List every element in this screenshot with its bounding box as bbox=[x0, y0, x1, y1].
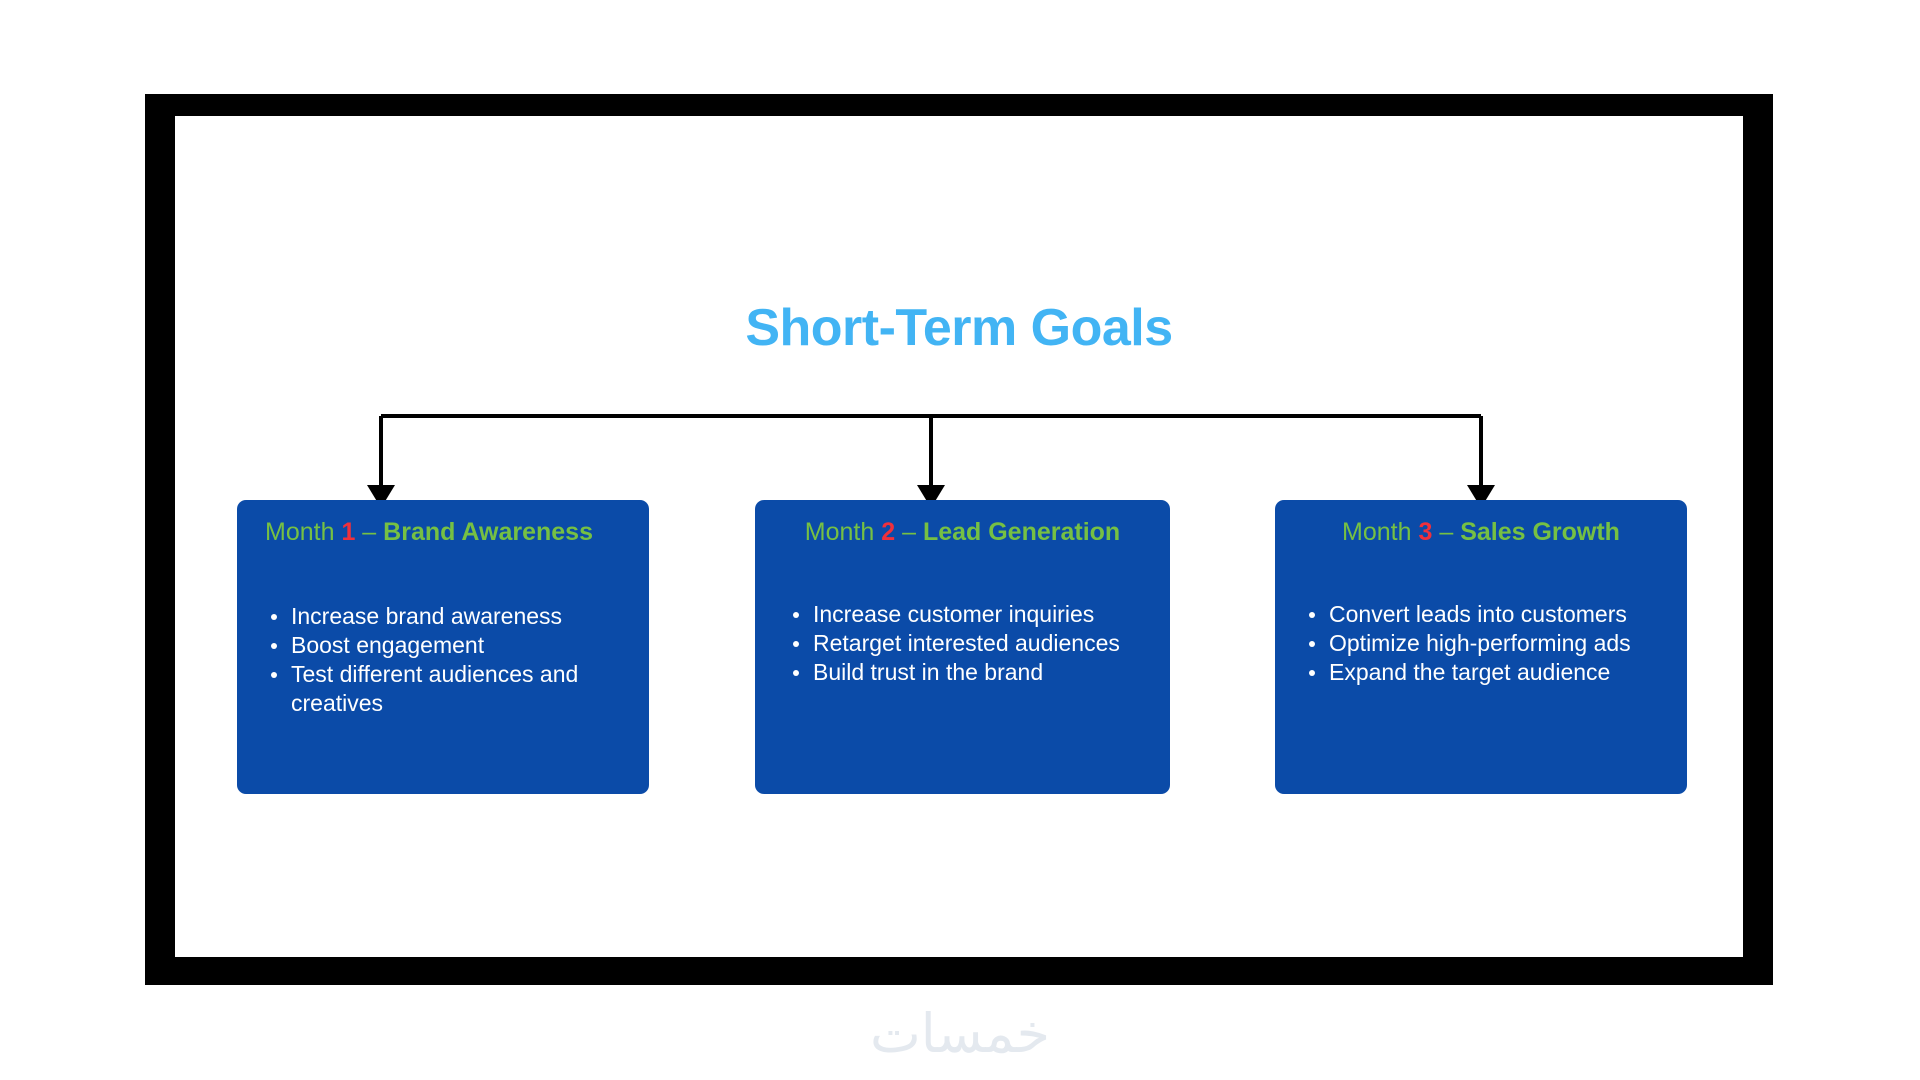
bullet-dot-icon bbox=[1309, 641, 1315, 647]
list-item: Boost engagement bbox=[269, 631, 639, 660]
header-dash-3: – bbox=[1439, 518, 1454, 546]
bullet-dot-icon bbox=[271, 643, 277, 649]
month-topic-1: Brand Awareness bbox=[383, 518, 593, 546]
watermark-khamsat: خمسات bbox=[869, 1002, 1051, 1065]
list-item-text: Increase brand awareness bbox=[291, 603, 563, 629]
bullet-dot-icon bbox=[793, 670, 799, 676]
goal-card-month-1[interactable]: Month 1 – Brand Awareness Increase brand… bbox=[237, 500, 649, 794]
page-title: Short-Term Goals bbox=[745, 299, 1173, 357]
goal-card-header-3: Month 3 – Sales Growth bbox=[1285, 516, 1677, 548]
bullet-dot-icon bbox=[793, 641, 799, 647]
list-item-text: Optimize high-performing ads bbox=[1329, 630, 1631, 656]
bullet-dot-icon bbox=[271, 672, 277, 678]
goal-card-row: Month 1 – Brand Awareness Increase brand… bbox=[175, 500, 1743, 800]
month-label-2: Month bbox=[804, 518, 875, 546]
goal-card-header-1: Month 1 – Brand Awareness bbox=[247, 516, 639, 548]
list-item-text: Build trust in the brand bbox=[813, 659, 1044, 685]
slide-canvas: Short-Term Goals Month 1 – Brand Awarene… bbox=[175, 116, 1743, 957]
bullet-dot-icon bbox=[793, 612, 799, 618]
list-item: Increase customer inquiries bbox=[791, 600, 1160, 629]
list-item: Retarget interested audiences bbox=[791, 629, 1160, 658]
month-topic-3: Sales Growth bbox=[1460, 518, 1620, 546]
list-item: Increase brand awareness bbox=[269, 602, 639, 631]
list-item-text: Increase customer inquiries bbox=[813, 601, 1095, 627]
bullet-dot-icon bbox=[1309, 670, 1315, 676]
month-topic-2: Lead Generation bbox=[922, 518, 1121, 546]
goal-list-1: Increase brand awareness Boost engagemen… bbox=[247, 602, 639, 718]
month-number-1: 1 bbox=[341, 518, 356, 546]
month-label-1: Month bbox=[265, 518, 335, 546]
list-item-text: Test different audiences and creatives bbox=[291, 661, 579, 716]
goal-list-2: Increase customer inquiries Retarget int… bbox=[765, 600, 1160, 687]
list-item: Expand the target audience bbox=[1307, 658, 1677, 687]
list-item: Optimize high-performing ads bbox=[1307, 629, 1677, 658]
month-label-3: Month bbox=[1342, 518, 1412, 546]
month-number-2: 2 bbox=[881, 518, 896, 546]
list-item-text: Convert leads into customers bbox=[1329, 601, 1627, 627]
list-item-text: Retarget interested audiences bbox=[813, 630, 1120, 656]
goal-card-month-2[interactable]: Month 2 – Lead Generation Increase custo… bbox=[755, 500, 1170, 794]
header-dash-2: – bbox=[902, 518, 916, 546]
bullet-dot-icon bbox=[271, 614, 277, 620]
list-item: Test different audiences and creatives bbox=[269, 660, 639, 718]
goal-card-month-3[interactable]: Month 3 – Sales Growth Convert leads int… bbox=[1275, 500, 1687, 794]
list-item-text: Boost engagement bbox=[291, 632, 485, 658]
list-item-text: Expand the target audience bbox=[1329, 659, 1611, 685]
list-item: Convert leads into customers bbox=[1307, 600, 1677, 629]
goal-card-header-2: Month 2 – Lead Generation bbox=[765, 516, 1160, 548]
goal-list-3: Convert leads into customers Optimize hi… bbox=[1285, 600, 1677, 687]
header-dash-1: – bbox=[362, 518, 377, 546]
list-item: Build trust in the brand bbox=[791, 658, 1160, 687]
bullet-dot-icon bbox=[1309, 612, 1315, 618]
month-number-3: 3 bbox=[1418, 518, 1433, 546]
slide-outer-frame: Short-Term Goals Month 1 – Brand Awarene… bbox=[145, 94, 1773, 985]
